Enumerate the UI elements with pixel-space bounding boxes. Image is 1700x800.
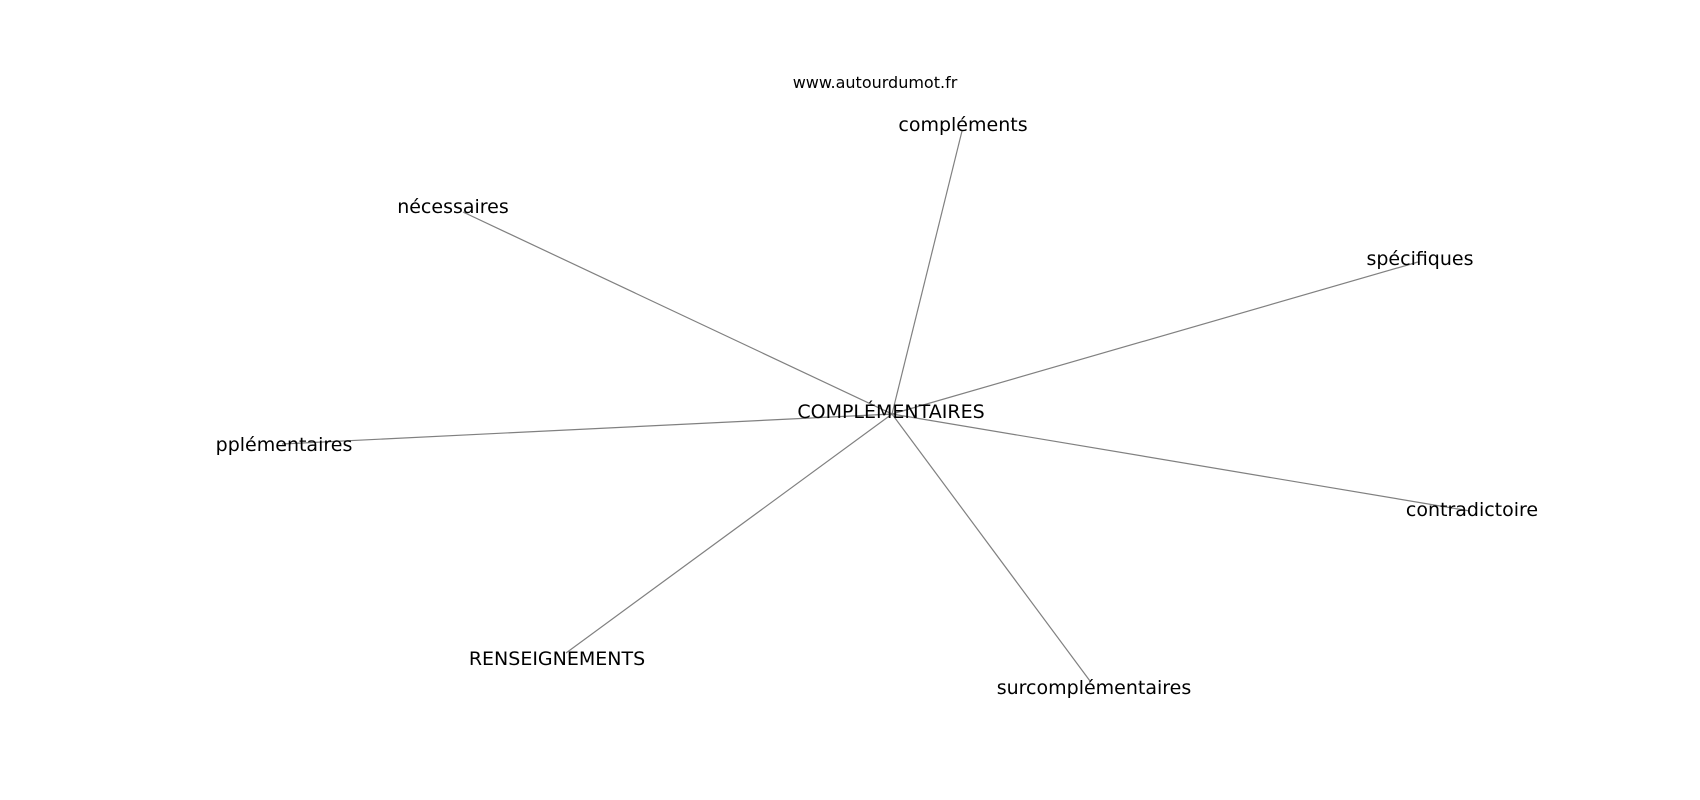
edge-contradictoire (891, 413, 1471, 512)
node-label-pplementaires[interactable]: pplémentaires (216, 434, 353, 456)
node-label-contradictoire[interactable]: contradictoire (1406, 499, 1538, 521)
node-label-necessaires[interactable]: nécessaires (397, 196, 509, 218)
center-node-label[interactable]: COMPLÉMENTAIRES (797, 400, 984, 423)
node-label-complements[interactable]: compléments (898, 114, 1027, 136)
edge-specifiques (891, 261, 1419, 415)
graph-edges (281, 130, 1471, 682)
edge-complements (891, 130, 963, 415)
graph-labels: COMPLÉMENTAIRES compléments nécessaires spé… (216, 114, 1538, 699)
watermark-text: www.autourdumot.fr (793, 73, 958, 92)
edge-surcomplementaires (891, 413, 1091, 682)
edge-necessaires (462, 211, 893, 415)
edge-renseignements (565, 413, 893, 654)
node-label-specifiques[interactable]: spécifiques (1366, 248, 1473, 270)
node-label-renseignements[interactable]: RENSEIGNEMENTS (469, 648, 645, 670)
edge-pplementaires (281, 413, 893, 445)
node-label-surcomplementaires[interactable]: surcomplémentaires (997, 677, 1192, 699)
